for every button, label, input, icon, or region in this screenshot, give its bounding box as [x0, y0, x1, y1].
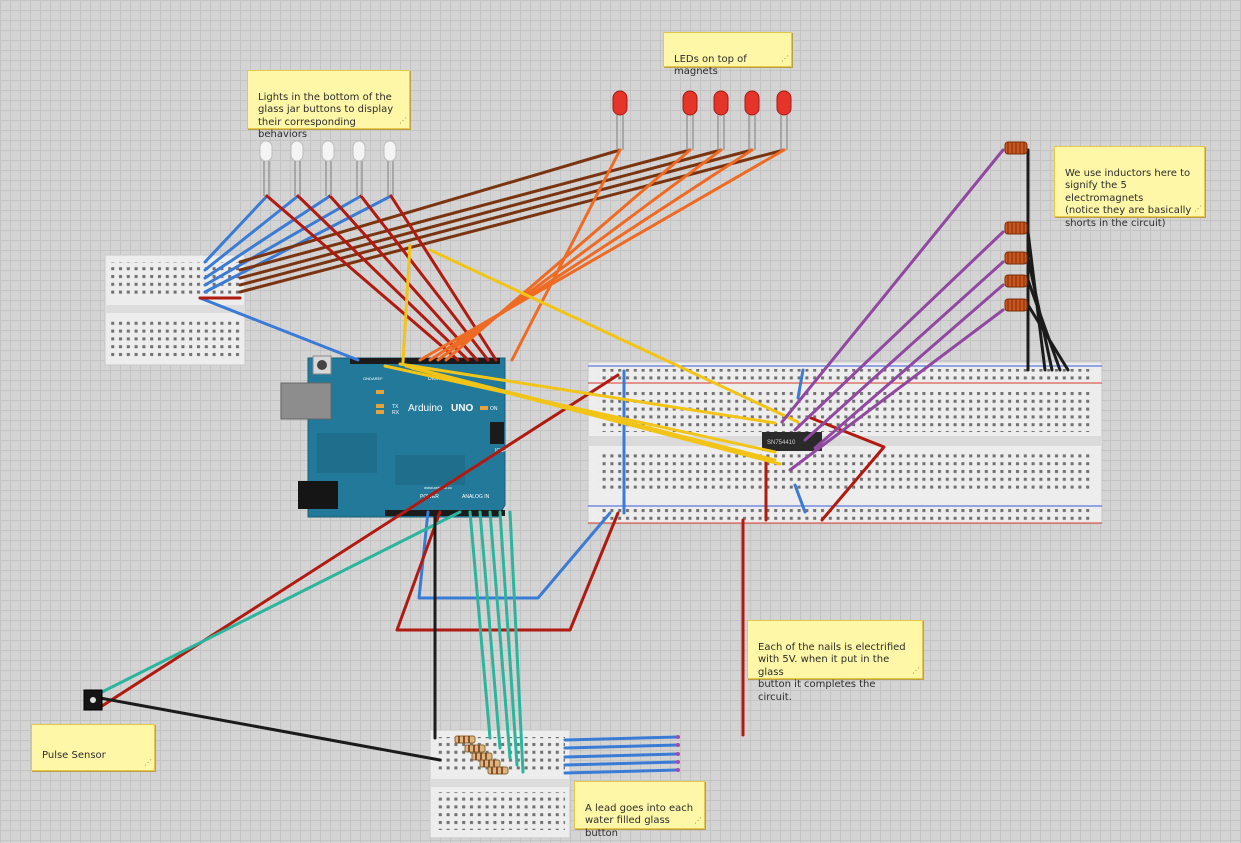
- inductor-3-icon[interactable]: [1004, 251, 1028, 265]
- inductors[interactable]: [1004, 141, 1028, 312]
- resistor-4-icon[interactable]: [479, 759, 501, 768]
- arduino-logo-text: Arduino: [408, 403, 443, 414]
- white-led-3-icon[interactable]: [321, 140, 335, 196]
- resistor-1-icon[interactable]: [454, 735, 476, 744]
- inductor-2-icon[interactable]: [1004, 221, 1028, 235]
- resize-grip-icon[interactable]: ⋰: [694, 815, 702, 825]
- resistors[interactable]: [454, 735, 509, 775]
- arduino-on-label: ON: [490, 406, 498, 412]
- note-pulse-text: Pulse Sensor: [42, 749, 106, 761]
- note-inductors[interactable]: We use inductors here to signify the 5 e…: [1054, 146, 1205, 229]
- black-wires[interactable]: [98, 148, 1070, 762]
- note-leds[interactable]: LEDs on top of magnets ⋰: [663, 32, 792, 77]
- note-lights-text: Lights in the bottom of the glass jar bu…: [258, 91, 394, 141]
- arduino-site-text: www.arduino.cc: [424, 485, 452, 490]
- note-lights[interactable]: Lights in the bottom of the glass jar bu…: [247, 70, 410, 140]
- inductor-4-icon[interactable]: [1004, 274, 1028, 288]
- main-breadboard[interactable]: [587, 361, 1103, 525]
- resize-grip-icon[interactable]: ⋰: [781, 53, 789, 63]
- resistor-3-icon[interactable]: [471, 752, 493, 761]
- note-nails[interactable]: Each of the nails is electrified with 5V…: [747, 620, 923, 703]
- red-led-2-icon[interactable]: [682, 90, 698, 150]
- orange-wires[interactable]: [418, 148, 786, 362]
- motor-driver-chip[interactable]: SN754410: [762, 432, 822, 451]
- arduino-uno-board[interactable]: Arduino UNO www.arduino.cc POWER ANALOG …: [280, 355, 507, 518]
- arduino-tx-label: TX: [392, 404, 399, 410]
- note-lead-text: A lead goes into each water filled glass…: [585, 802, 694, 839]
- resistor-5-icon[interactable]: [487, 766, 509, 775]
- red-led-5-icon[interactable]: [776, 90, 792, 150]
- note-pulse[interactable]: Pulse Sensor ⋰: [31, 724, 155, 771]
- glass-button-leads[interactable]: [563, 735, 680, 775]
- mini-breadboard-left[interactable]: [104, 254, 246, 366]
- red-wires[interactable]: [100, 194, 886, 737]
- brown-wires[interactable]: [238, 148, 786, 294]
- note-lead[interactable]: A lead goes into each water filled glass…: [574, 781, 705, 839]
- arduino-aref-label: AREF: [372, 376, 383, 381]
- teal-wires[interactable]: [100, 510, 525, 774]
- lead-ends: [676, 735, 680, 772]
- resize-grip-icon[interactable]: ⋰: [1194, 203, 1202, 213]
- red-led-3-icon[interactable]: [713, 90, 729, 150]
- white-leds[interactable]: [259, 140, 397, 196]
- white-led-4-icon[interactable]: [352, 140, 366, 196]
- arduino-rx-label: RX: [392, 410, 400, 416]
- white-led-5-icon[interactable]: [383, 140, 397, 196]
- arduino-analog-label: ANALOG IN: [462, 494, 490, 500]
- chip-label: SN754410: [767, 440, 796, 446]
- resize-grip-icon[interactable]: ⋰: [912, 665, 920, 675]
- red-led-4-icon[interactable]: [744, 90, 760, 150]
- white-led-1-icon[interactable]: [259, 140, 273, 196]
- red-leds[interactable]: [612, 90, 792, 150]
- resize-grip-icon[interactable]: ⋰: [399, 115, 407, 125]
- yellow-wires[interactable]: [383, 243, 800, 466]
- arduino-gnd-label: GND: [363, 376, 372, 381]
- inductor-1-icon[interactable]: [1004, 141, 1028, 155]
- purple-wires[interactable]: [780, 148, 1005, 472]
- red-led-1-icon[interactable]: [612, 90, 628, 150]
- note-nails-text: Each of the nails is electrified with 5V…: [758, 641, 906, 703]
- arduino-model-text: UNO: [451, 403, 473, 414]
- pulse-sensor-icon[interactable]: [83, 689, 103, 711]
- note-leds-text: LEDs on top of magnets: [674, 53, 747, 78]
- resize-grip-icon[interactable]: ⋰: [144, 757, 152, 767]
- inductor-5-icon[interactable]: [1004, 298, 1028, 312]
- resistor-2-icon[interactable]: [464, 744, 486, 753]
- white-led-2-icon[interactable]: [290, 140, 304, 196]
- note-inductors-text: We use inductors here to signify the 5 e…: [1065, 167, 1192, 229]
